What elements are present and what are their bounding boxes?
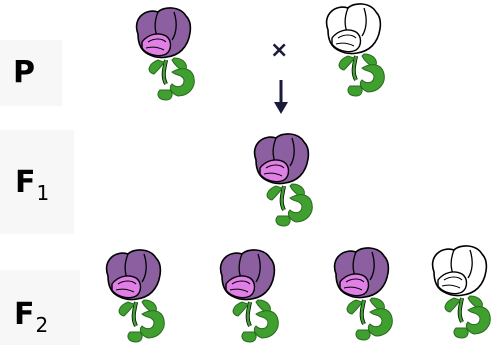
label-f2-text: F <box>14 297 35 332</box>
down-arrow-icon <box>274 80 288 114</box>
label-f2-subscript: 2 <box>35 313 49 337</box>
label-f1-text: F <box>15 165 36 200</box>
f2-flower-4-white <box>431 245 491 339</box>
label-p-text: P <box>13 55 35 90</box>
generation-label-p: P <box>13 58 35 88</box>
p-flower-2-white <box>325 3 385 97</box>
f2-flower-1-purple <box>105 249 165 343</box>
generation-label-f1: F1 <box>15 165 49 204</box>
f1-flower-1-purple <box>253 133 313 227</box>
generation-label-f2: F2 <box>14 297 48 336</box>
f1-label-background <box>0 130 74 234</box>
f2-flower-2-purple <box>219 249 279 343</box>
f2-label-background <box>0 270 80 345</box>
f2-flower-3-purple <box>333 247 393 341</box>
p-label-background <box>0 40 62 106</box>
p-flower-1-purple <box>135 7 195 101</box>
cross-symbol: × <box>270 38 289 63</box>
label-f1-subscript: 1 <box>36 181 50 205</box>
